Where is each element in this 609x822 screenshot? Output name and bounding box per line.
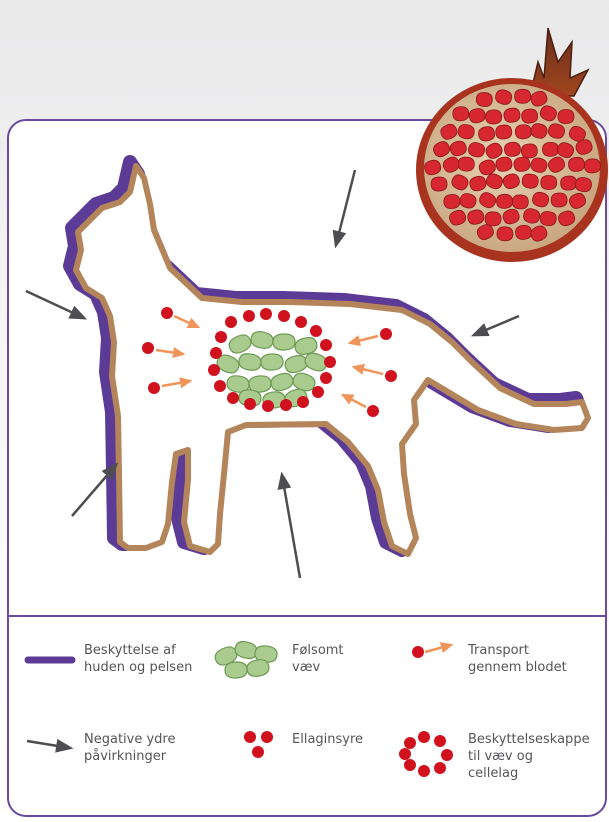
legend-ring-dot — [404, 737, 416, 749]
pomegranate-seed — [496, 194, 513, 209]
ellagic-acid-dot — [215, 331, 227, 343]
ellagic-acid-dot — [214, 380, 226, 392]
ellagic-acid-dot — [312, 386, 324, 398]
pomegranate-seed — [584, 158, 601, 173]
legend-ring-dot — [418, 765, 430, 777]
pomegranate-seed — [495, 124, 512, 139]
pomegranate-seed — [568, 157, 585, 173]
legend-tissue-cell — [225, 662, 248, 679]
legend-ring-dot — [434, 762, 446, 774]
ellagic-acid-dot — [244, 398, 256, 410]
legend-skin-line2: huden og pelsen — [84, 659, 192, 676]
ellagic-acid-dot — [297, 396, 309, 408]
ellagic-acid-dot — [260, 308, 272, 320]
legend-ring-dot — [404, 759, 416, 771]
ellagic-acid-dot — [320, 372, 332, 384]
pomegranate-seed — [515, 225, 532, 241]
pomegranate-seed — [551, 193, 568, 208]
legend-skin-line1: Beskyttelse af — [84, 642, 192, 659]
legend-tissue-label: Følsomt væv — [292, 642, 344, 676]
pomegranate-seed — [521, 144, 538, 159]
ellagic-acid-dot — [225, 316, 237, 328]
ellagic-acid-dot — [295, 316, 307, 328]
tissue-cell — [261, 353, 284, 370]
ellagic-acid-dot — [210, 347, 222, 359]
legend-tissue-line1: Følsomt — [292, 642, 344, 659]
pomegranate-seed — [560, 175, 577, 190]
legend-shield-label: Beskyttelseskappe til væv og cellelag — [468, 731, 590, 782]
legend-ellagic-line1: Ellaginsyre — [292, 731, 363, 748]
pomegranate-seed — [458, 157, 474, 172]
legend-ring-dot — [399, 748, 411, 760]
ellagic-acid-dot — [280, 399, 292, 411]
pomegranate-seed — [515, 124, 532, 139]
legend-ring-dot — [434, 735, 446, 747]
pomegranate-seed — [443, 194, 460, 209]
pomegranate-seed — [485, 212, 501, 226]
ellagic-acid-dot — [243, 310, 255, 322]
tissue-cell — [273, 334, 295, 350]
legend-external-label: Negative ydre påvirkninger — [84, 731, 175, 765]
pomegranate-seed — [497, 226, 514, 241]
pomegranate-seed — [485, 110, 502, 125]
ellagic-acid-dot — [208, 364, 220, 376]
ellagic-acid-dot — [310, 325, 322, 337]
legend-transport-line1: Transport — [468, 642, 567, 659]
pomegranate-seed — [542, 142, 558, 157]
ellagic-acid-dot — [262, 400, 274, 412]
pomegranate-seed — [431, 177, 448, 192]
pomegranate-seed — [512, 194, 529, 209]
legend-shield-line3: cellelag — [468, 765, 590, 782]
pomegranate-seed — [504, 142, 521, 157]
ellagic-acid-dot — [324, 356, 336, 368]
legend-ring-dot — [418, 731, 430, 743]
ellagic-acid-dot — [320, 339, 332, 351]
legend-shield-line2: til væv og — [468, 748, 590, 765]
legend-external-line1: Negative ydre — [84, 731, 175, 748]
pomegranate-seed — [476, 92, 493, 107]
pomegranate-seed — [452, 106, 469, 121]
legend-skin-label: Beskyttelse af huden og pelsen — [84, 642, 192, 676]
legend-transport-line2: gennem blodet — [468, 659, 567, 676]
pomegranate-illustration — [416, 28, 608, 262]
pomegranate-seed — [558, 109, 574, 124]
legend-ellagic-label: Ellaginsyre — [292, 731, 363, 748]
legend-tissue-line2: væv — [292, 659, 344, 676]
ellagic-acid-dot — [227, 392, 239, 404]
pomegranate-seed — [515, 89, 531, 103]
pomegranate-seed — [541, 175, 557, 190]
pomegranate-seed — [540, 211, 557, 227]
legend-ring-dot — [441, 749, 453, 761]
legend-external-line2: påvirkninger — [84, 748, 175, 765]
legend-transport-label: Transport gennem blodet — [468, 642, 567, 676]
legend-shield-line1: Beskyttelseskappe — [468, 731, 590, 748]
ellagic-acid-dot — [278, 310, 290, 322]
pomegranate-seed — [522, 173, 539, 189]
